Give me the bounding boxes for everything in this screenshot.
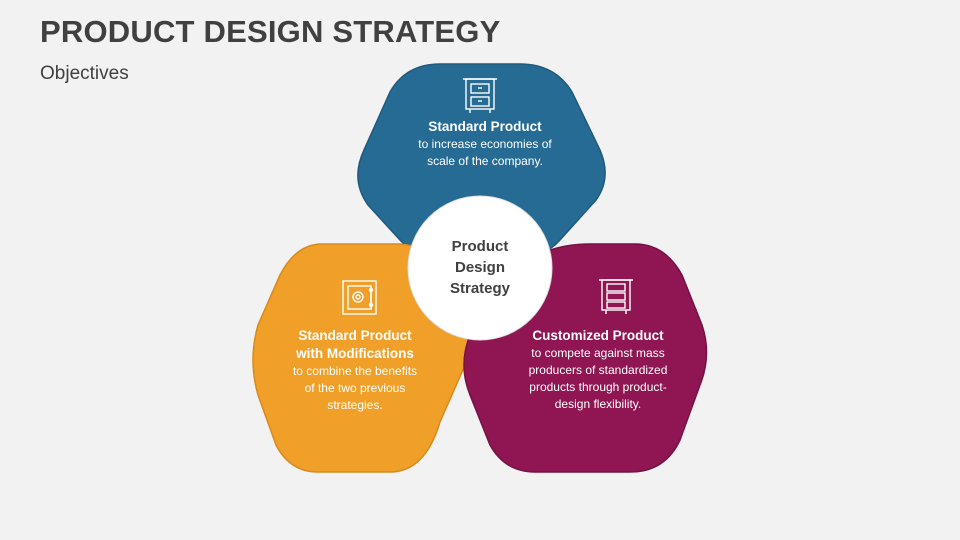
card-title: Standard Product: [428, 119, 542, 134]
center-label: Product Design Strategy: [410, 236, 550, 299]
card-description-line: of the two previous: [304, 381, 406, 395]
center-circle: [407, 195, 553, 341]
card-description-line: products through product-: [529, 380, 667, 394]
card-description-line: to increase economies of: [418, 137, 552, 151]
card-title: Customized Product: [532, 328, 664, 343]
card-description-line: scale of the company.: [427, 154, 543, 168]
page-subtitle: Objectives: [40, 63, 129, 84]
card-standard-product: Standard Product to increase economies o…: [385, 118, 585, 170]
card-description-line: strategies.: [327, 398, 383, 412]
card-description-line: to compete against mass: [531, 346, 665, 360]
card-title: with Modifications: [296, 346, 414, 361]
card-description-line: to combine the benefits: [292, 364, 418, 378]
card-title: Standard Product: [298, 328, 412, 343]
card-customized-product: Customized Product to compete against ma…: [498, 327, 698, 413]
card-description-line: design flexibility.: [554, 397, 642, 411]
three-drawer-cabinet-icon: [599, 279, 633, 314]
center-label-line: Strategy: [449, 280, 511, 297]
card-standard-product-modifications: Standard Product with Modifications to c…: [255, 327, 455, 414]
safe-icon: [342, 280, 377, 315]
card-description-line: producers of standardized: [528, 363, 668, 377]
page-title: PRODUCT DESIGN STRATEGY: [40, 14, 501, 49]
drawer-cabinet-icon: [463, 78, 497, 113]
center-label-line: Product: [451, 238, 509, 255]
center-label-line: Design: [454, 259, 505, 276]
